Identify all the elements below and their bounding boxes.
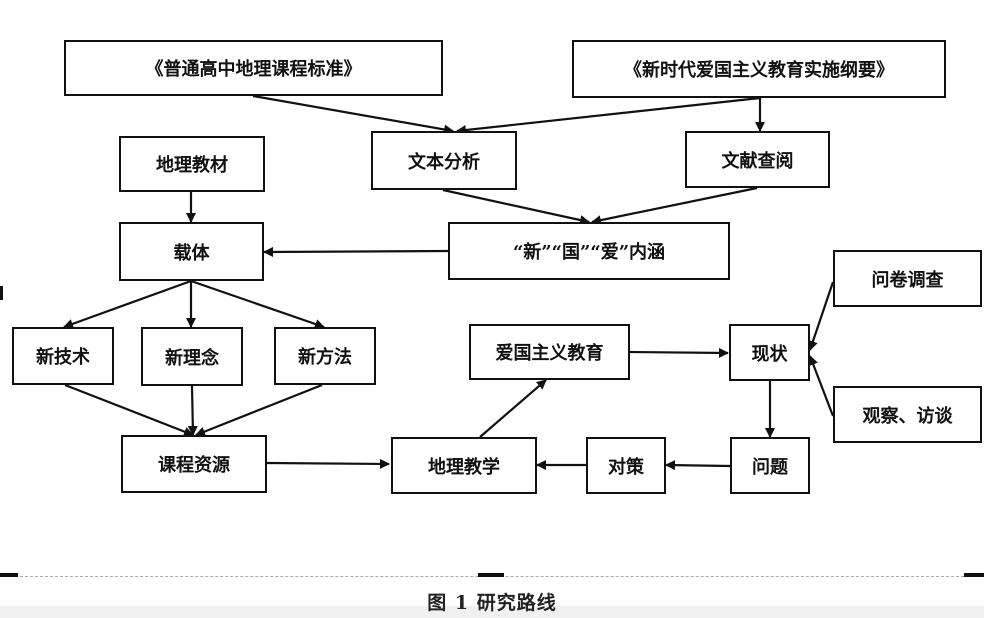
- strategy-box: 对策: [586, 437, 666, 494]
- arrow-new-tech-to-resource: [64, 383, 194, 437]
- arrow-carrier-to-new-method: [190, 279, 325, 329]
- arrow-outline-to-text-analysis: [456, 96, 761, 135]
- patriotic-education-box: 爱国主义教育: [469, 324, 630, 380]
- geo-curriculum-standard-box: 《普通高中地理课程标准》: [64, 40, 443, 96]
- arrow-new-method-to-resource: [195, 383, 323, 437]
- geo-textbook-box: 地理教材: [119, 136, 265, 192]
- carrier-box: 载体: [119, 222, 264, 281]
- text-analysis-box: 文本分析: [371, 131, 517, 190]
- new-tech-box: 新技术: [12, 327, 114, 385]
- geo-teaching-box: 地理教学: [391, 437, 537, 494]
- footer-band: [0, 606, 984, 618]
- crop-mark-left: [0, 573, 18, 577]
- new-concept-box: 新理念: [141, 327, 243, 386]
- arrow-problem-to-strategy: [665, 460, 731, 471]
- status-box: 现状: [729, 324, 810, 381]
- arrow-questionnaire-to-status: [808, 281, 835, 351]
- crop-mark-right: [964, 573, 984, 577]
- arrow-text-analysis-to-connotation: [442, 188, 590, 225]
- course-resource-box: 课程资源: [121, 435, 267, 493]
- arrow-resource-to-teaching: [266, 458, 390, 469]
- arrow-carrier-to-new-tech: [63, 279, 192, 329]
- arrow-observe-to-status: [808, 355, 835, 417]
- arrow-teaching-to-patriotic: [479, 379, 547, 438]
- edge-mark-left: [0, 286, 3, 300]
- figure-caption: 图 1 研究路线: [427, 592, 557, 614]
- literature-review-box: 文献查阅: [685, 131, 830, 188]
- crop-mark-center: [478, 573, 504, 577]
- arrow-connotation-to-carrier: [263, 246, 449, 257]
- arrow-new-concept-to-resource: [187, 385, 198, 436]
- arrow-patriotic-to-status: [629, 347, 729, 358]
- patriotic-education-outline-box: 《新时代爱国主义教育实施纲要》: [572, 40, 946, 98]
- arrow-standard-to-text-analysis: [252, 94, 454, 135]
- connotation-box: “新”“国”“爱”内涵: [448, 222, 730, 280]
- problem-box: 问题: [730, 437, 810, 494]
- questionnaire-box: 问卷调查: [833, 250, 982, 307]
- observation-interview-box: 观察、访谈: [833, 386, 982, 443]
- arrow-lit-review-to-connotation: [591, 186, 758, 226]
- new-method-box: 新方法: [274, 327, 376, 385]
